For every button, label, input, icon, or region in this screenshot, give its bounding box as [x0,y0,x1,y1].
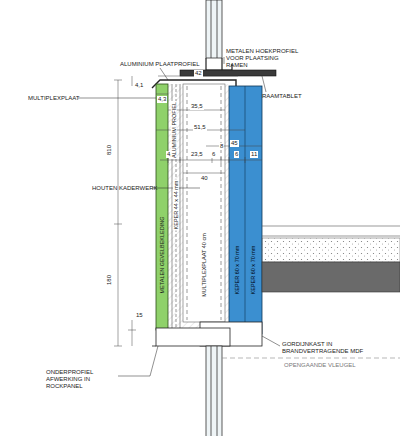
dimension: 4,1 [134,82,144,89]
window-sill [180,70,276,76]
dimension: 8 [219,143,224,150]
material-label: ALUMINIUM PROFIEL [171,101,177,159]
leader-lines [78,57,280,376]
dimension: 6 [211,151,216,158]
window-lower-part [211,346,212,436]
dimension-lines [114,76,262,346]
leader-lines-part [262,76,266,92]
dimension-lines-part [156,94,168,95]
window-upper-part [217,0,218,58]
material-label: KEPER 60 x 70 mm [234,245,240,296]
batten-lines-part [221,86,222,320]
metal-cladding [156,84,168,330]
corner-profile-part [221,58,222,70]
dimension-lines-part [180,157,181,163]
part-label: METALEN HOEKPROFIEL VOOR PLAATSING RAMEN [226,48,298,69]
dimension: 4,3 [157,96,167,103]
curtain-box-part [152,346,156,347]
dimension-lines-part [128,330,136,331]
window-upper-part [211,0,212,58]
dimension-lines-part [245,157,246,163]
part-label: ALUMINIUM PLAATPROFIEL [120,61,200,68]
blue-battens [229,86,262,334]
metal-cladding-part [156,84,168,330]
frame-fill [168,84,229,328]
dimension: 40 [200,175,209,182]
frame-fill-part [168,84,229,328]
leader-lines-part [160,68,168,80]
dimension-lines-part [132,320,133,346]
dimension: 15 [135,312,144,319]
dimension-lines-part [229,157,230,163]
dimension-lines-part [212,157,213,163]
dimension-lines-part [168,157,169,163]
dimension: 11 [250,151,258,158]
leader-lines-part [262,336,280,346]
floor-slab-part [262,262,400,292]
dimension: 51,5 [193,124,207,131]
floor-slab-part [262,236,400,237]
dimension-lines-part [114,80,122,81]
part-label: ONDERPROFIEL AFWERKING IN ROCKPANEL [46,369,118,390]
blue-battens-part [229,86,262,334]
material-label: METALEN GEVELBEKLEDING [159,216,165,295]
part-label: OPENGAANDE VLEUGEL [284,362,356,369]
sash-line-part [222,358,400,359]
leader-lines-part [118,346,158,376]
part-label: RAAMTABLET [262,93,302,100]
dimension: 23,5 [190,151,204,158]
frame-fill-part [183,84,225,322]
batten-lines-part [187,86,188,320]
dimension-lines-part [132,76,133,86]
batten-lines-part [180,84,181,328]
material-label: KEPER 60 x 70 mm [250,245,256,296]
dimension-lines-part [183,173,225,174]
part-label: GORDIJNKAST IN BRANDVERTRAGENDE MDF [282,341,372,355]
dimension: 35,5 [190,103,204,110]
batten-lines [172,84,221,328]
dimension-lines-part [114,224,122,225]
dimension: 42 [194,70,203,77]
curtain-box [152,322,262,346]
sash-line [222,358,400,359]
dimension-lines-part [221,157,222,163]
dimension: 45 [230,140,239,147]
leader-lines-part [78,98,156,99]
curtain-box-part [156,328,230,346]
floor-slab-part [262,238,400,262]
part-label: MULTIPLEXPLAAT [28,95,79,102]
blue-battens-part [245,86,246,334]
window-lower-part [206,346,222,436]
dimension-lines-part [114,346,122,347]
dimension-lines-part [118,80,119,346]
window-upper [206,0,222,58]
window-sill-part [180,70,276,76]
dimension: 6 [234,151,239,158]
floor-slab-part [262,226,400,227]
part-label: HOUTEN KADERWERK [92,185,158,192]
dimension: 180 [106,275,113,285]
material-label: MULTIPLEXPLAAT 40 cm [201,232,207,298]
window-lower [206,346,222,436]
dimension-lines-part [160,160,262,161]
material-label: KEPER 44 x 44 mm [173,180,179,231]
floor-slab [262,226,400,292]
dimension: 810 [106,145,113,155]
window-upper-part [206,0,222,58]
leader-lines-part [224,57,225,64]
window-lower-part [217,346,218,436]
